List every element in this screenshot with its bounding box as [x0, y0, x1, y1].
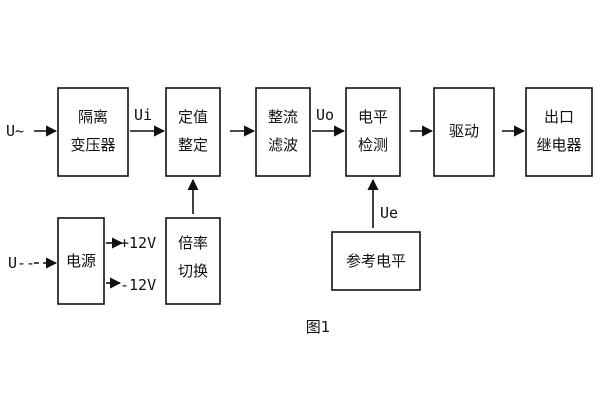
block-setpoint: 定值 整定	[165, 87, 221, 177]
block-setpoint-line2: 整定	[178, 136, 208, 154]
block-ratio-switch: 倍率 切换	[165, 217, 221, 305]
block-output-relay-line1: 出口	[544, 108, 574, 126]
block-level-detect: 电平 检测	[345, 87, 401, 177]
figure-caption: 图1	[306, 318, 331, 336]
label-ue: Ue	[380, 204, 398, 222]
block-reference-level: 参考电平	[331, 231, 421, 291]
block-rectifier-filter-line2: 滤波	[268, 136, 298, 154]
block-reference-level-label: 参考电平	[346, 252, 406, 270]
label-ui: Ui	[134, 106, 152, 124]
block-ratio-switch-line2: 切换	[178, 262, 208, 280]
block-power-supply: 电源	[57, 217, 105, 305]
block-ratio-switch-line1: 倍率	[178, 234, 208, 252]
label-uo: Uo	[316, 106, 334, 124]
block-power-supply-label: 电源	[66, 252, 96, 270]
label-dc-input: U--	[8, 254, 35, 272]
block-isolation-transformer: 隔离 变压器	[57, 87, 129, 177]
label-plus12v: +12V	[120, 234, 156, 252]
block-isolation-transformer-line2: 变压器	[70, 136, 115, 154]
block-setpoint-line1: 定值	[178, 108, 208, 126]
label-ac-input: U~	[6, 122, 24, 140]
block-level-detect-line1: 电平	[358, 108, 388, 126]
block-driver-label: 驱动	[449, 122, 479, 140]
block-rectifier-filter: 整流 滤波	[255, 87, 311, 177]
block-rectifier-filter-line1: 整流	[268, 108, 298, 126]
block-output-relay: 出口 继电器	[525, 87, 593, 177]
block-driver: 驱动	[433, 87, 495, 177]
label-minus12v: -12V	[120, 276, 156, 294]
block-level-detect-line2: 检测	[358, 136, 388, 154]
block-isolation-transformer-line1: 隔离	[78, 108, 108, 126]
block-output-relay-line2: 继电器	[536, 136, 581, 154]
